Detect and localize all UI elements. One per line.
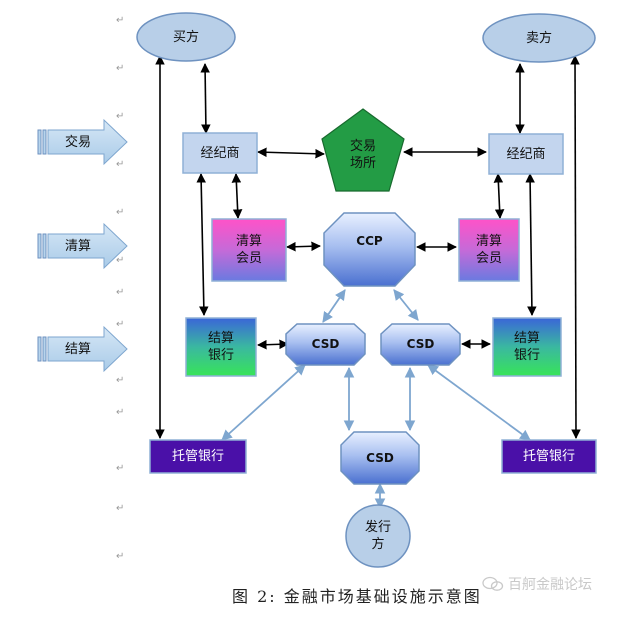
- arrow-ccp-csd-right: [393, 289, 419, 321]
- paragraph-mark: ↵: [116, 15, 125, 26]
- blue-connectors: [221, 289, 531, 510]
- settlement-bank-right-node: [492, 317, 562, 377]
- stage-arrow-trade: [37, 118, 128, 166]
- stage-label-clearing: 清算: [64, 238, 91, 254]
- buyer-label: 买方: [172, 29, 199, 45]
- figure-caption: 图 2: 金融市场基础设施示意图: [232, 587, 482, 606]
- stage-label-trade: 交易: [64, 134, 91, 150]
- csd-left-label: CSD: [311, 337, 340, 351]
- seller-label: 卖方: [525, 30, 552, 46]
- broker-right-node: [488, 133, 564, 175]
- buyer-node: [136, 12, 236, 62]
- csd-bottom-node: [340, 431, 420, 485]
- arrow-broker-exchange: [257, 147, 325, 159]
- settlement-bank-right-label: 结算 银行: [513, 331, 540, 363]
- arrow-csd-left-custodian: [221, 364, 306, 441]
- paragraph-mark: ↵: [116, 503, 125, 514]
- broker-left-label: 经纪商: [200, 145, 240, 161]
- paragraph-mark: ↵: [116, 375, 125, 386]
- paragraph-mark: ↵: [116, 255, 125, 266]
- issuer-node: [345, 504, 411, 568]
- paragraph-mark: ↵: [116, 63, 125, 74]
- issuer-label: 发行 方: [364, 520, 391, 552]
- ccp-node: [323, 212, 416, 287]
- paragraph-mark: ↵: [116, 551, 125, 562]
- arrow-broker-clearing: [231, 173, 243, 219]
- arrow-broker-right-bank: [525, 173, 537, 316]
- ccp-label: CCP: [356, 233, 383, 248]
- wechat-icon: [482, 576, 504, 591]
- csd-right-node: [380, 323, 461, 366]
- csd-right-label: CSD: [406, 337, 435, 351]
- broker-right-label: 经纪商: [506, 146, 546, 162]
- paragraph-mark: ↵: [116, 319, 125, 330]
- csd-left-node: [285, 323, 366, 366]
- arrow-buyer-broker: [200, 63, 211, 134]
- arrow-bank-csd-left: [257, 339, 289, 350]
- paragraph-mark: ↵: [116, 407, 125, 418]
- stage-label-settlement: 结算: [64, 341, 91, 357]
- clearing-member-left-node: [211, 218, 287, 282]
- exchange-node: [321, 108, 405, 192]
- arrow-clearing-ccp: [286, 241, 321, 252]
- broker-left-node: [182, 132, 258, 174]
- csd-bottom-label: CSD: [366, 450, 394, 465]
- custodian-left-label: 托管银行: [171, 449, 224, 464]
- black-connectors: [155, 55, 581, 439]
- stage-arrow-settlement: [37, 325, 128, 373]
- settlement-bank-left-label: 结算 银行: [207, 331, 234, 363]
- settlement-bank-left-node: [185, 317, 257, 377]
- custodian-left-node: [149, 439, 247, 474]
- custodian-right-label: 托管银行: [522, 449, 575, 464]
- arrow-seller-custodian: [570, 55, 581, 439]
- watermark: 百舸金融论坛: [482, 574, 592, 594]
- paragraph-mark: ↵: [116, 111, 125, 122]
- paragraph-mark: ↵: [116, 207, 125, 218]
- custodian-right-node: [501, 439, 597, 474]
- arrow-broker-right-clearing: [493, 173, 505, 219]
- arrow-ccp-csd-left: [322, 289, 346, 323]
- arrow-broker-bank: [196, 173, 209, 316]
- clearing-member-right-node: [458, 218, 520, 282]
- watermark-text: 百舸金融论坛: [508, 577, 592, 593]
- clearing-member-right-label: 清算 会员: [475, 234, 502, 266]
- arrow-csd-right-custodian: [427, 364, 531, 441]
- paragraph-mark: ↵: [116, 287, 125, 298]
- stage-arrow-clearing: [37, 222, 128, 270]
- paragraph-mark: ↵: [116, 463, 125, 474]
- clearing-member-left-label: 清算 会员: [235, 234, 262, 266]
- exchange-label: 交易 场所: [349, 139, 376, 171]
- seller-node: [482, 13, 596, 63]
- paragraph-mark: ↵: [116, 159, 125, 170]
